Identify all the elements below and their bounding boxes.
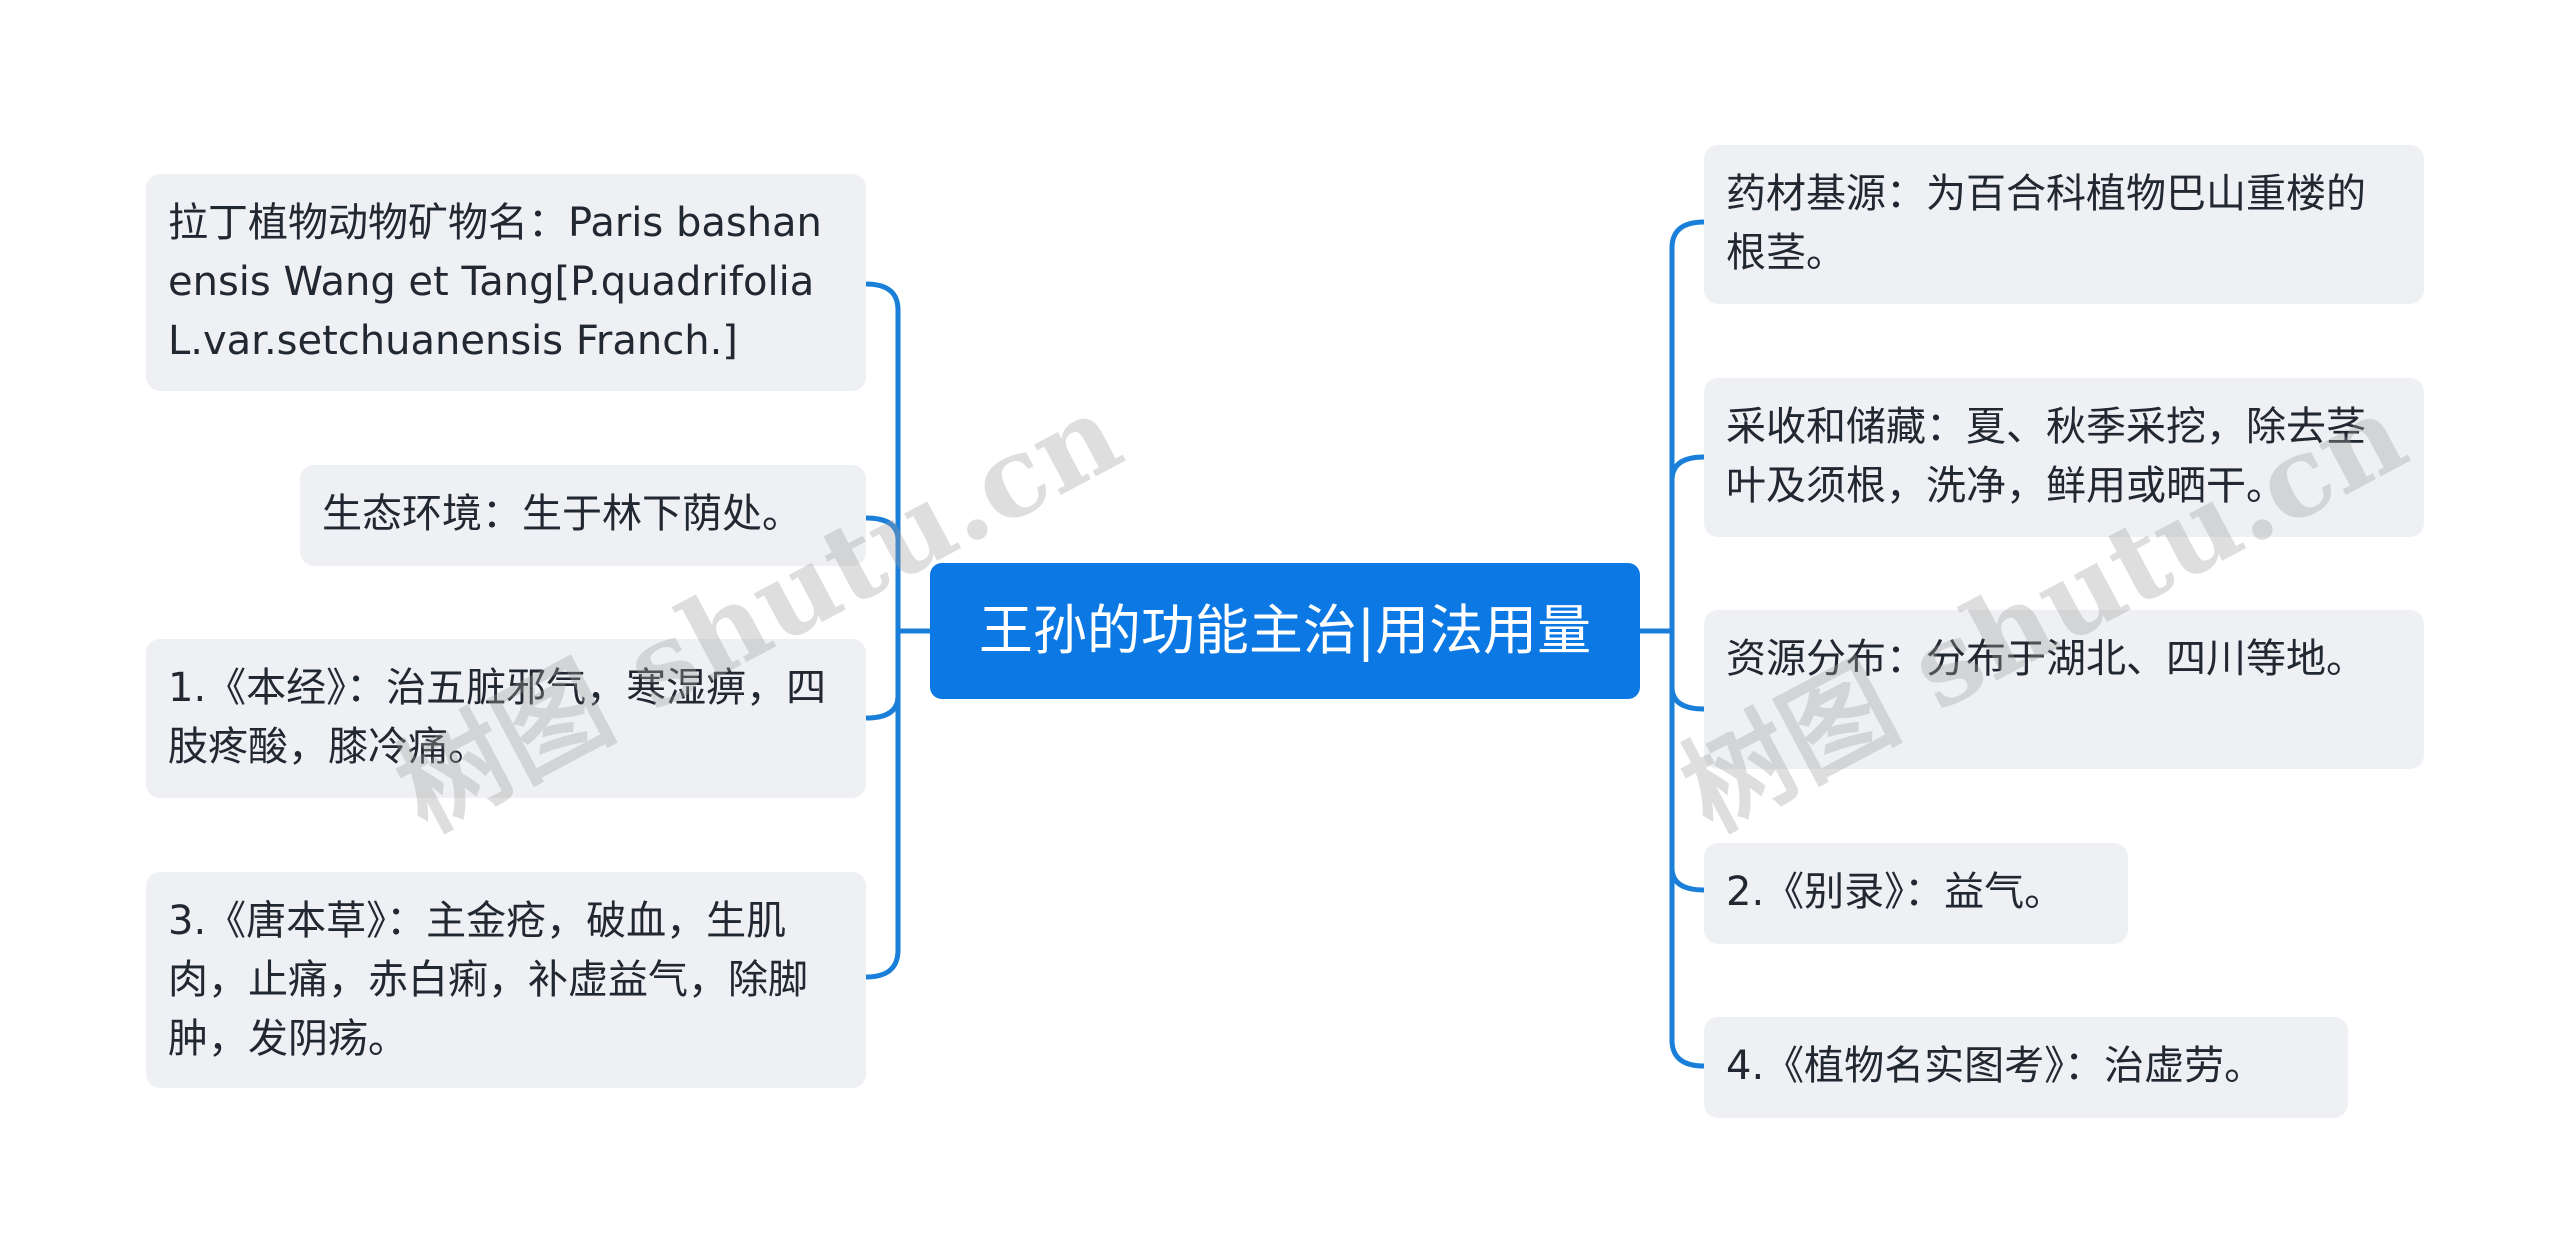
connector-left-1 (863, 515, 901, 543)
connector-right-1 (1669, 454, 1707, 483)
topic-latin-name[interactable]: 拉丁植物动物矿物名：Paris bashanensis Wang et Tang… (146, 174, 866, 391)
topic-zhiwumingshitukao[interactable]: 4.《植物名实图考》：治虚劳。 (1704, 1017, 2348, 1118)
topic-bielu[interactable]: 2.《别录》：益气。 (1704, 843, 2128, 944)
connector-left-2 (863, 693, 901, 721)
topic-tangbencao[interactable]: 3.《唐本草》：主金疮，破血，生肌肉，止痛，赤白痢，补虚益气，除脚肿，发阴疡。 (146, 872, 866, 1088)
connector-right-bracket (1669, 219, 1707, 1069)
topic-benjing[interactable]: 1.《本经》：治五脏邪气，寒湿痹，四肢疼酸，膝冷痛。 (146, 639, 866, 798)
connector-right-2 (1669, 684, 1707, 712)
connector-left-bracket (863, 281, 901, 980)
topic-distribution[interactable]: 资源分布：分布于湖北、四川等地。 (1704, 610, 2424, 769)
topic-harvest[interactable]: 采收和储藏：夏、秋季采挖，除去茎叶及须根，洗净，鲜用或晒干。 (1704, 378, 2424, 537)
connector-right-3 (1669, 865, 1707, 893)
central-topic[interactable]: 王孙的功能主治|用法用量 (930, 563, 1640, 699)
topic-habitat[interactable]: 生态环境：生于林下荫处。 (300, 465, 866, 566)
topic-origin[interactable]: 药材基源：为百合科植物巴山重楼的根茎。 (1704, 145, 2424, 304)
